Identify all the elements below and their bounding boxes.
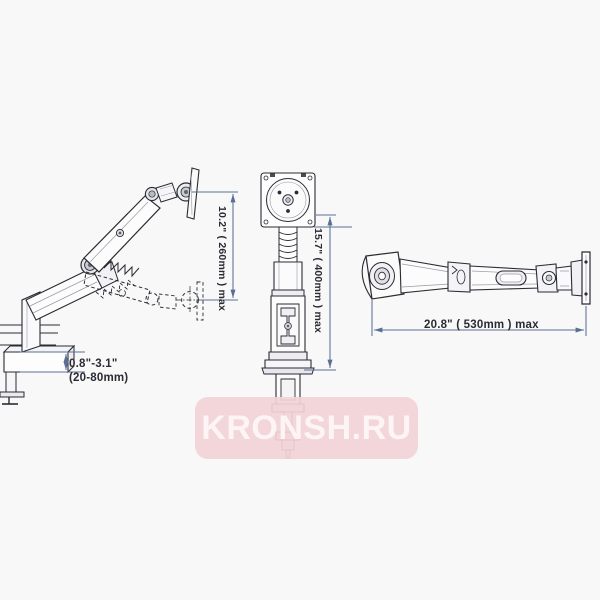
arm-head-vesa-plate <box>570 251 591 305</box>
dimension-label-horizontal-reach: 20.8" ( 530mm ) max <box>424 319 539 331</box>
arm-base-joint <box>361 251 405 300</box>
desk-clamp <box>0 344 76 405</box>
dimension-lines <box>20 191 587 373</box>
column-upper-tube <box>271 261 305 297</box>
left-side-elevation-view <box>0 167 206 405</box>
dim-column-height <box>304 214 336 371</box>
dim-clamp-thickness <box>20 351 85 373</box>
dimension-label-column-height: 15.7" ( 400mm ) max <box>312 228 324 334</box>
clamp-imperial-value: 0.8"-3.1" <box>69 358 118 370</box>
arm-outer-knuckle <box>535 263 574 293</box>
column-mid-collar <box>270 295 306 353</box>
right-plan-view-arm <box>361 251 591 305</box>
watermark-background <box>195 397 418 459</box>
watermark-text: KRONSH.RU <box>201 408 412 447</box>
gas-spring-arm-raised <box>83 167 200 278</box>
arm-segment-inner <box>399 258 453 294</box>
vesa-mounting-plate <box>260 172 316 228</box>
arm-segment-outer <box>469 265 541 291</box>
dimension-label-vertical-travel: 10.2" ( 260mm ) max <box>216 206 228 312</box>
column-base-flange <box>261 351 315 375</box>
dimension-label-clamp-thickness: 0.8"-3.1" (20-80mm) <box>69 357 128 386</box>
spring-bellows <box>278 226 298 263</box>
clamp-metric-value: (20-80mm) <box>69 372 129 385</box>
dim-horizontal-reach <box>371 300 587 336</box>
